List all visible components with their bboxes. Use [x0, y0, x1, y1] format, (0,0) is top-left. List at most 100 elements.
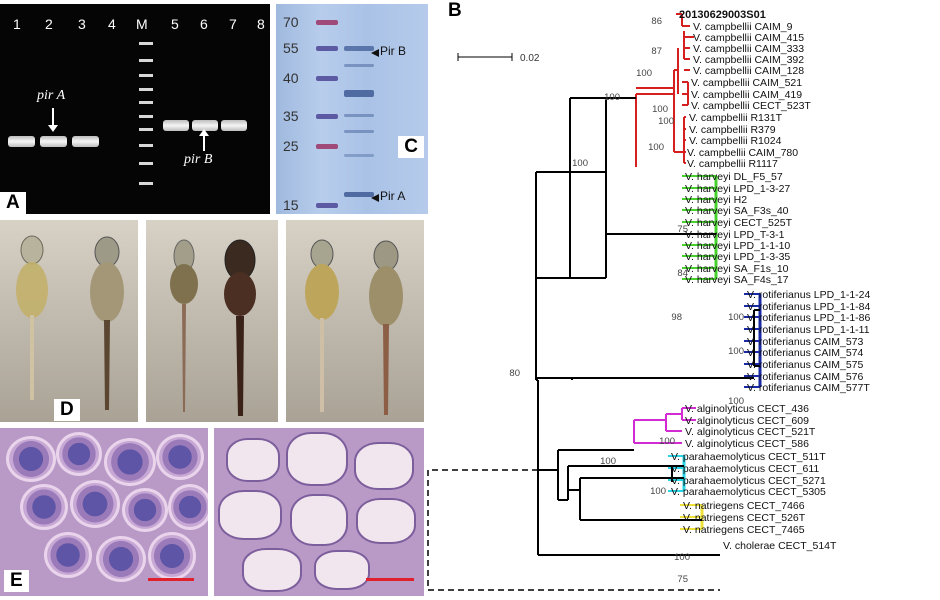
taxon-label: V. campbellii R1024	[689, 135, 782, 147]
necrotic-vacuole	[354, 442, 414, 490]
panel-e-histology-normal: E	[0, 428, 208, 596]
tissue-tubule	[6, 436, 56, 482]
taxon-label: V. campbellii CAIM_392	[693, 54, 804, 66]
bootstrap-value: 98	[671, 312, 682, 323]
tree-scale-label: 0.02	[520, 53, 540, 64]
sample-band	[344, 154, 374, 157]
taxon-label: V. campbellii CAIM_128	[693, 65, 804, 77]
taxon-label: V. rotiferianus CAIM_577T	[747, 382, 870, 394]
marker-band	[316, 203, 338, 208]
lane-label-3: 3	[78, 16, 86, 32]
taxon-label: V. parahaemolyticus CECT_511T	[671, 451, 826, 463]
tissue-tubule	[70, 480, 120, 528]
bootstrap-value: 100	[728, 396, 744, 407]
panel-d-shrimp-2	[146, 220, 278, 422]
lane-label-8: 8	[257, 16, 265, 32]
ladder-band	[139, 88, 153, 91]
marker-band	[316, 114, 338, 119]
panel-c-sds-page: 70 55 40 35 25 15 Pir B Pir A C	[276, 4, 428, 214]
taxon-label: V. harveyi LPD_T-3-1	[685, 229, 785, 241]
panel-d-shrimp-1: D	[0, 220, 138, 422]
gel-band-lane-2	[40, 136, 67, 147]
taxon-label: V. parahaemolyticus CECT_5271	[671, 475, 826, 487]
bootstrap-value: 100	[674, 552, 690, 563]
scale-bar	[148, 578, 194, 581]
taxon-label: V. campbellii CAIM_521	[691, 77, 802, 89]
taxon-label: V. harveyi CECT_525T	[685, 217, 793, 229]
taxon-label: V. natriegens CECT_7466	[683, 500, 805, 512]
marker-band	[316, 46, 338, 51]
tissue-tubule	[104, 438, 156, 486]
taxon-label: V. natriegens CECT_526T	[683, 512, 806, 524]
taxon-label: V. parahaemolyticus CECT_5305	[671, 486, 826, 498]
taxon-label: V. harveyi H2	[685, 194, 747, 206]
mw-marker-25: 25	[283, 138, 299, 154]
ladder-band	[139, 162, 153, 165]
bootstrap-value: 100	[572, 158, 588, 169]
bootstrap-value: 75	[677, 224, 688, 235]
taxon-label: V. rotiferianus CAIM_576	[747, 371, 864, 383]
taxon-label: V. rotiferianus LPD_1-1-24	[747, 289, 871, 301]
lane-label-m: M	[136, 16, 148, 32]
mw-marker-15: 15	[283, 197, 299, 213]
lane-label-1: 1	[13, 16, 21, 32]
tissue-tubule	[44, 532, 92, 578]
bootstrap-value: 100	[636, 68, 652, 79]
necrotic-vacuole	[226, 438, 280, 482]
taxon-label: V. cholerae CECT_514T	[723, 540, 837, 552]
necrotic-vacuole	[356, 498, 416, 544]
pir-a-band-label: Pir A	[370, 189, 406, 203]
mw-marker-55: 55	[283, 40, 299, 56]
taxon-label: V. harveyi SA_F3s_40	[685, 205, 789, 217]
sample-band	[344, 114, 374, 117]
tissue-tubule	[56, 432, 102, 476]
taxon-label: V. rotiferianus CAIM_573	[747, 336, 864, 348]
panel-label-b: B	[448, 0, 462, 22]
bootstrap-value: 100	[658, 116, 674, 127]
pir-a-arrow	[48, 108, 58, 132]
panel-a-gel: 1 2 3 4 M 5 6 7 8 pir A pir B A	[0, 4, 270, 214]
ladder-band	[139, 101, 153, 104]
tissue-tubule	[122, 488, 168, 532]
marker-band	[316, 20, 338, 25]
lane-label-7: 7	[229, 16, 237, 32]
gel-band-lane-3	[72, 136, 99, 147]
gel-band-lane-5	[163, 120, 189, 131]
taxon-label: V. campbellii R1117	[687, 158, 778, 170]
bootstrap-value: 84	[677, 268, 688, 279]
tissue-tubule	[148, 532, 196, 580]
bootstrap-value: 100	[659, 436, 675, 447]
bootstrap-value: 87	[651, 46, 662, 57]
scale-bar	[366, 578, 414, 581]
bootstrap-value: 86	[651, 16, 662, 27]
shrimp-pair-illustration	[170, 239, 256, 416]
taxon-label: V. harveyi LPD_1-1-10	[685, 240, 790, 252]
gel-band-lane-1	[8, 136, 35, 147]
mw-marker-40: 40	[283, 70, 299, 86]
taxon-label: V. rotiferianus CAIM_574	[747, 347, 864, 359]
pir-b-arrow	[199, 129, 209, 151]
taxon-label: V. campbellii R379	[689, 124, 776, 136]
taxon-label: V. campbellii CAIM_780	[687, 147, 798, 159]
mw-marker-70: 70	[283, 14, 299, 30]
ladder-band	[139, 115, 153, 118]
bootstrap-value: 100	[728, 312, 744, 323]
necrotic-vacuole	[314, 550, 370, 590]
bootstrap-value: 100	[600, 456, 616, 467]
bootstrap-value: 100	[728, 346, 744, 357]
necrotic-vacuole	[218, 490, 282, 540]
taxon-label: V. natriegens CECT_7465	[683, 524, 805, 536]
sample-band	[344, 192, 374, 197]
taxon-label: V. parahaemolyticus CECT_611	[671, 463, 819, 475]
outgroup-dashed-branch	[427, 469, 720, 591]
marker-band	[316, 144, 338, 149]
lane-label-4: 4	[108, 16, 116, 32]
taxon-label: V. rotiferianus LPD_1-1-86	[747, 312, 871, 324]
taxon-label: V. rotiferianus LPD_1-1-84	[747, 301, 871, 313]
taxon-label: V. campbellii CAIM_415	[693, 32, 804, 44]
necrotic-vacuole	[286, 432, 348, 486]
bootstrap-value: 100	[648, 142, 664, 153]
necrotic-vacuole	[242, 548, 302, 592]
shrimp-pair-illustration	[305, 239, 403, 415]
